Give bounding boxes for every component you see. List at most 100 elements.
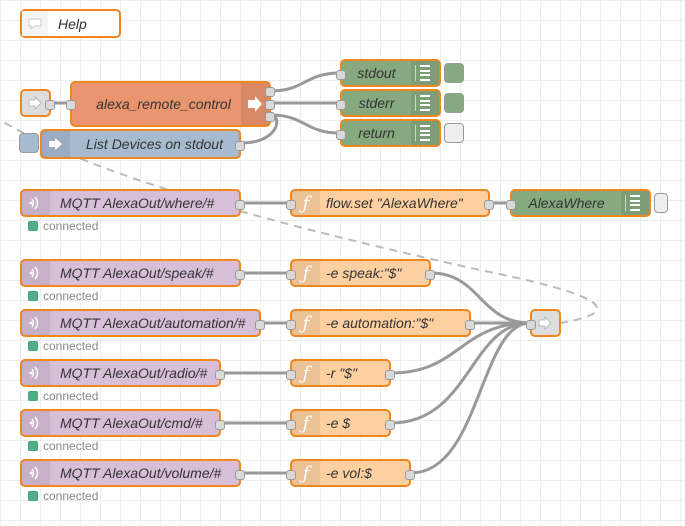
output-port[interactable] (235, 270, 245, 280)
status-dot (28, 391, 38, 401)
status-connected: connected (28, 489, 98, 503)
link-in-node[interactable] (20, 89, 55, 117)
status-text: connected (43, 339, 99, 353)
output-port[interactable] (235, 141, 245, 151)
input-port[interactable] (526, 320, 536, 330)
input-port[interactable] (506, 200, 516, 210)
function-node[interactable]: ƒ -e vol:$ (286, 459, 415, 487)
debug-node-alexawhere[interactable]: AlexaWhere (506, 189, 651, 217)
function-label: -e automation:"$" (326, 315, 434, 331)
output-port[interactable] (465, 320, 475, 330)
status-dot (28, 291, 38, 301)
mqtt-wave-icon (22, 191, 50, 215)
mqtt-wave-icon (22, 311, 50, 335)
debug-label: AlexaWhere (528, 195, 605, 211)
inject-node[interactable]: List Devices on stdout (40, 129, 245, 159)
output-port[interactable] (215, 420, 225, 430)
input-port[interactable] (336, 100, 346, 110)
input-port[interactable] (336, 70, 346, 80)
input-port[interactable] (286, 420, 296, 430)
function-node[interactable]: ƒ -e $ (286, 409, 395, 437)
inject-button[interactable] (19, 133, 39, 153)
wire (269, 113, 342, 135)
comment-label: Help (58, 15, 87, 32)
mqtt-node[interactable]: MQTT AlexaOut/cmd/# (20, 409, 225, 437)
function-node[interactable]: ƒ -e automation:"$" (286, 309, 475, 337)
debug-node-return[interactable]: return (336, 119, 441, 147)
function-label: -e vol:$ (326, 465, 372, 481)
status-connected: connected (28, 339, 98, 353)
status-dot (28, 221, 38, 231)
exec-node[interactable]: alexa_remote_control (66, 81, 275, 127)
mqtt-label: MQTT AlexaOut/where/# (60, 195, 215, 211)
function-node[interactable]: ƒ -r "$" (286, 359, 395, 387)
link-wire (0, 119, 599, 324)
function-node-where[interactable]: ƒ flow.set "AlexaWhere" (286, 189, 494, 217)
function-label: -r "$" (326, 365, 357, 381)
status-connected: connected (28, 289, 98, 303)
mqtt-node-where[interactable]: MQTT AlexaOut/where/# (20, 189, 245, 217)
status-dot (28, 491, 38, 501)
inject-label: List Devices on stdout (86, 136, 223, 152)
debug-node-stderr[interactable]: stderr (336, 89, 441, 117)
output-port[interactable] (484, 200, 494, 210)
status-connected: connected (28, 219, 98, 233)
output-port[interactable] (235, 200, 245, 210)
status-text: connected (43, 389, 99, 403)
output-port[interactable] (255, 320, 265, 330)
output-port[interactable] (45, 100, 55, 110)
output-port[interactable] (405, 470, 415, 480)
status-connected: connected (28, 439, 98, 453)
debug-label: stdout (357, 65, 396, 81)
output-port[interactable] (385, 420, 395, 430)
status-dot (28, 341, 38, 351)
input-port[interactable] (286, 270, 296, 280)
function-f-icon: ƒ (292, 361, 320, 385)
input-port[interactable] (286, 470, 296, 480)
mqtt-node[interactable]: MQTT AlexaOut/volume/# (20, 459, 245, 487)
debug-node-stdout[interactable]: stdout (336, 59, 441, 87)
function-f-icon: ƒ (292, 261, 320, 285)
mqtt-node[interactable]: MQTT AlexaOut/automation/# (20, 309, 265, 337)
debug-label: return (358, 125, 395, 141)
function-f-icon: ƒ (292, 461, 320, 485)
function-label: flow.set "AlexaWhere" (326, 195, 463, 211)
mqtt-label: MQTT AlexaOut/radio/# (60, 365, 208, 381)
input-port[interactable] (286, 370, 296, 380)
function-label: -e speak:"$" (326, 265, 402, 281)
comment-icon (22, 11, 48, 36)
mqtt-wave-icon (22, 461, 50, 485)
debug-toggle-stderr[interactable] (444, 93, 464, 113)
function-label: -e $ (326, 415, 351, 431)
status-connected: connected (28, 389, 98, 403)
status-text: connected (43, 219, 99, 233)
mqtt-label: MQTT AlexaOut/automation/# (60, 315, 246, 331)
link-out-node[interactable] (526, 309, 561, 337)
input-port[interactable] (336, 130, 346, 140)
function-node[interactable]: ƒ -e speak:"$" (286, 259, 435, 287)
output-port[interactable] (235, 470, 245, 480)
output-port-1[interactable] (265, 87, 275, 97)
input-port[interactable] (66, 100, 76, 110)
output-port-2[interactable] (265, 100, 275, 110)
function-f-icon: ƒ (292, 311, 320, 335)
debug-toggle-stdout[interactable] (444, 63, 464, 83)
debug-list-icon (411, 91, 439, 115)
comment-node-help[interactable]: Help (20, 9, 121, 38)
function-f-icon: ƒ (292, 411, 320, 435)
mqtt-node[interactable]: MQTT AlexaOut/speak/# (20, 259, 245, 287)
inject-arrow-icon (42, 131, 70, 157)
output-port[interactable] (425, 270, 435, 280)
link-icon (532, 311, 560, 335)
output-port-3[interactable] (265, 112, 275, 122)
debug-toggle-return[interactable] (444, 123, 464, 143)
debug-toggle-alexawhere[interactable] (654, 193, 668, 213)
output-port[interactable] (385, 370, 395, 380)
function-f-icon: ƒ (292, 191, 320, 215)
wire (269, 71, 342, 93)
input-port[interactable] (286, 320, 296, 330)
input-port[interactable] (286, 200, 296, 210)
mqtt-node[interactable]: MQTT AlexaOut/radio/# (20, 359, 225, 387)
output-port[interactable] (215, 370, 225, 380)
